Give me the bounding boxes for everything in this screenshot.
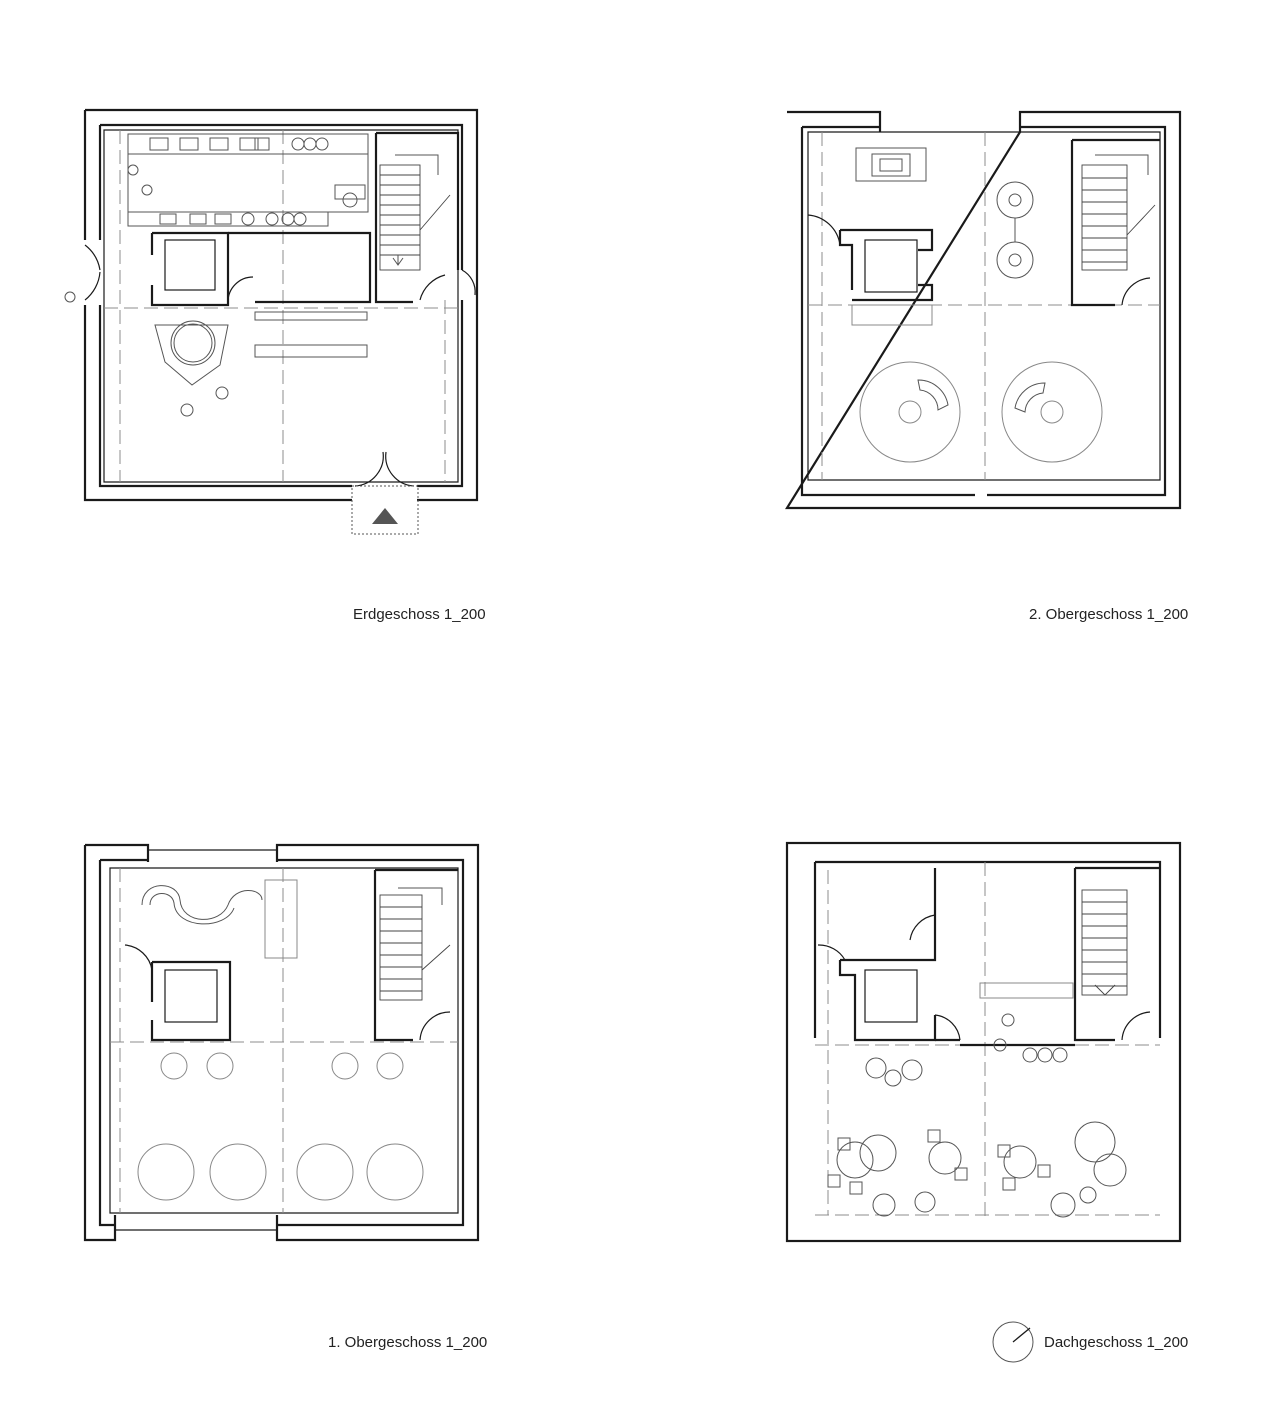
side-entrance — [64, 244, 101, 303]
entrance-triangle-icon — [372, 508, 398, 524]
structural-grid — [815, 862, 1160, 1222]
side-door-right — [461, 269, 476, 296]
structural-grid — [110, 868, 458, 1213]
main-entrance — [351, 451, 419, 535]
plan-obergeschoss-1 — [83, 843, 480, 1242]
furniture-og1 — [137, 879, 424, 1201]
stair-core — [1070, 138, 1160, 307]
product-racks — [149, 137, 270, 151]
terrace-furniture — [827, 1013, 1127, 1218]
stair-treads — [380, 174, 420, 256]
stair-core — [374, 131, 460, 304]
caption-erdgeschoss: Erdgeschoss 1_200 — [353, 606, 486, 623]
structural-grid — [104, 130, 458, 482]
north-arrow-icon — [992, 1321, 1034, 1363]
outer-walls — [785, 110, 1182, 510]
caption-obergeschoss-2: 2. Obergeschoss 1_200 — [1029, 606, 1189, 623]
lift-core — [807, 214, 934, 326]
plan-obergeschoss-2 — [785, 110, 1182, 510]
display-shelf — [127, 133, 369, 227]
caption-dachgeschoss: Dachgeschoss 1_200 — [1044, 1334, 1189, 1351]
outer-walls — [785, 841, 1182, 1243]
furniture-ground — [127, 164, 368, 417]
lift-core — [124, 944, 232, 1042]
plan-dachgeschoss — [785, 841, 1182, 1363]
plan-erdgeschoss — [64, 108, 479, 535]
lift-core — [150, 231, 372, 307]
stair-core — [1073, 866, 1160, 1042]
outer-walls — [83, 843, 480, 1242]
furniture-og2 — [855, 147, 1103, 463]
caption-obergeschoss-1: 1. Obergeschoss 1_200 — [328, 1334, 488, 1351]
lift-core — [817, 868, 1075, 1047]
stair-core — [373, 868, 458, 1042]
outer-walls — [83, 108, 479, 502]
